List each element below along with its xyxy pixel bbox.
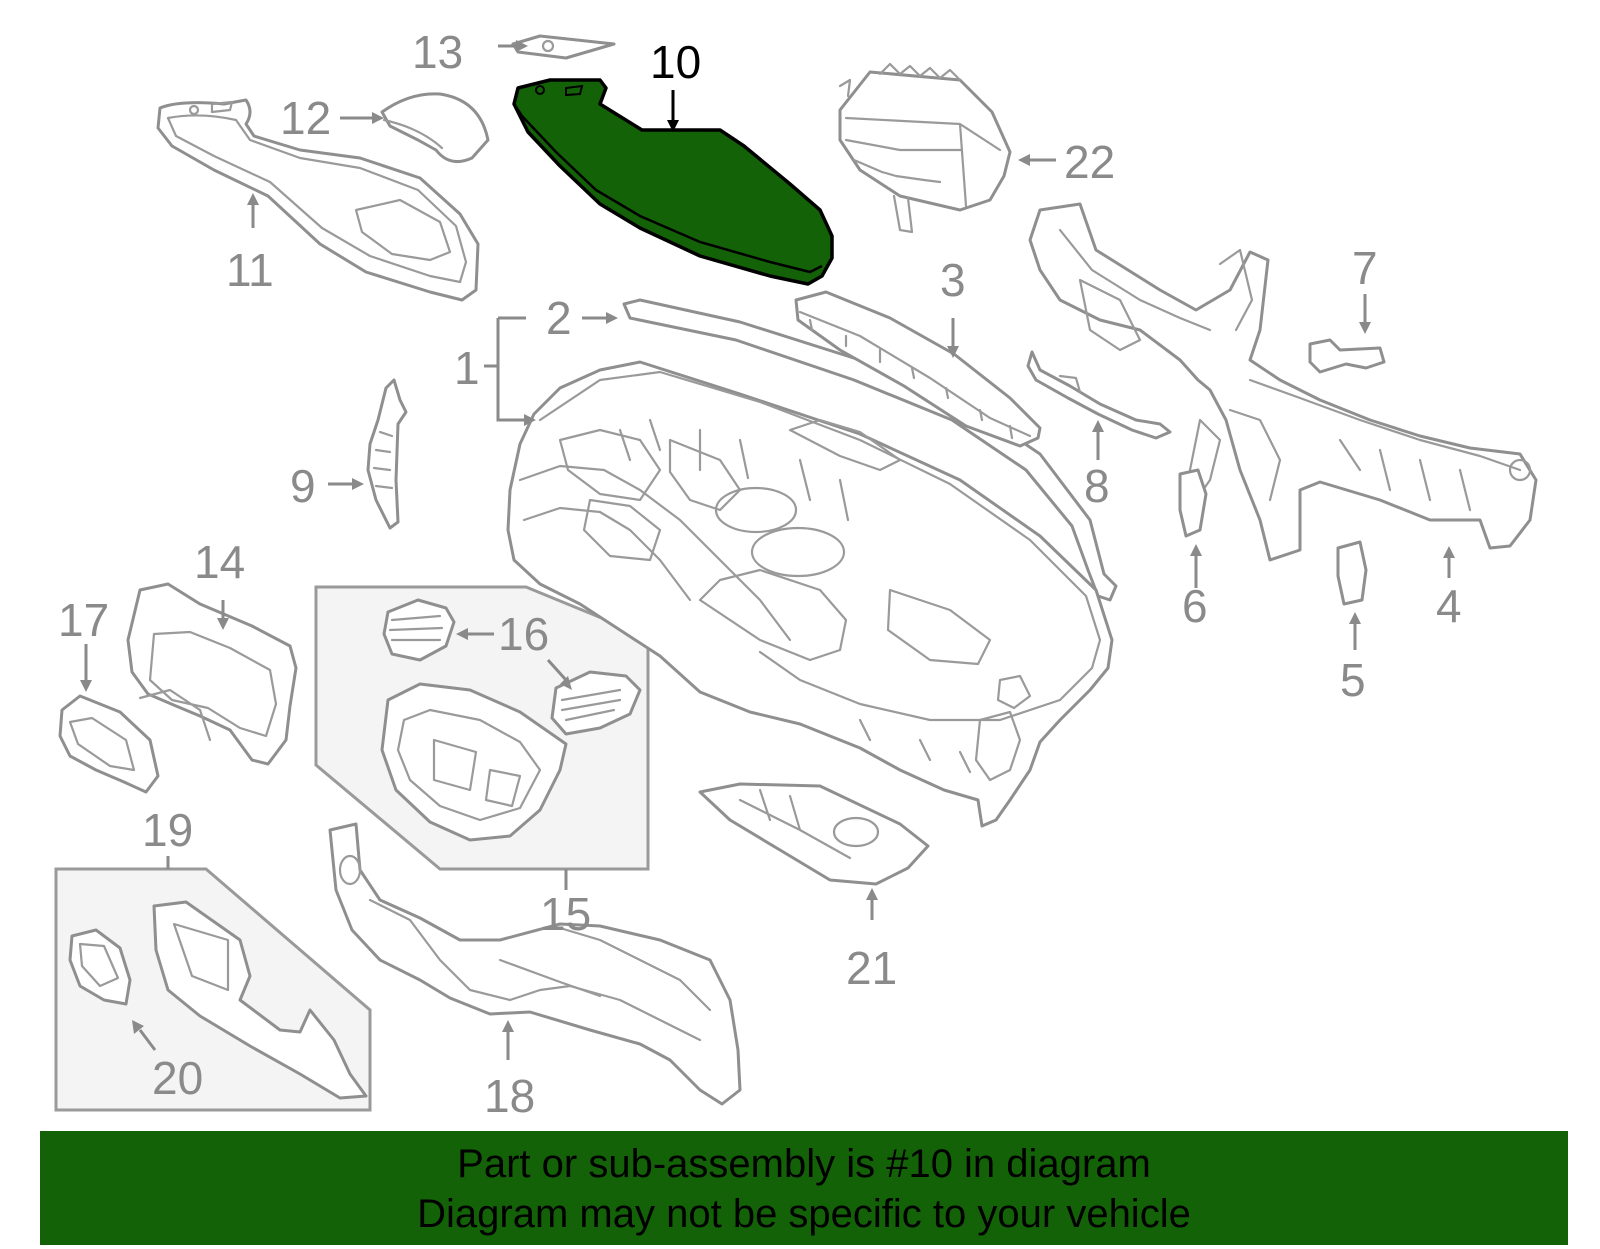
callout-6: 6 (1182, 580, 1208, 632)
callout-1: 1 (454, 342, 480, 394)
callout-7: 7 (1352, 242, 1378, 294)
callout-5: 5 (1340, 654, 1366, 706)
part-11-trim-panel[interactable] (156, 98, 480, 302)
callout-4: 4 (1436, 580, 1462, 632)
callout-19: 19 (142, 804, 193, 856)
parts-diagram: 13 10 12 22 11 3 7 2 1 9 8 14 6 4 17 16 … (54, 26, 1538, 1122)
leader-lines (80, 40, 1455, 1060)
banner-line-1: Part or sub-assembly is #10 in diagram (457, 1142, 1151, 1186)
callout-10: 10 (650, 36, 701, 88)
part-18-lower-panel[interactable] (328, 822, 742, 1106)
callout-2: 2 (546, 292, 572, 344)
part-17-switch-panel[interactable] (58, 694, 160, 794)
part-13-bezel[interactable] (511, 34, 616, 60)
banner-line-2: Diagram may not be specific to your vehi… (417, 1192, 1191, 1236)
callout-15: 15 (540, 888, 591, 940)
callout-21: 21 (846, 942, 897, 994)
part-21-lower-cover[interactable] (698, 782, 930, 886)
callout-13: 13 (412, 26, 463, 78)
part-4-cross-car-beam[interactable] (1028, 202, 1538, 562)
part-20-knee-trim[interactable] (68, 928, 132, 1006)
part-14-cluster-hood[interactable] (126, 582, 298, 766)
part-22-airbag-module[interactable] (838, 62, 1012, 234)
callout-9: 9 (290, 460, 316, 512)
callout-17: 17 (58, 594, 109, 646)
part-8-bracket[interactable] (1026, 350, 1172, 440)
part-12-cover[interactable] (380, 92, 490, 164)
callout-22: 22 (1064, 136, 1115, 188)
callout-12: 12 (280, 92, 331, 144)
part-5-bracket[interactable] (1336, 540, 1368, 606)
part-7-bracket[interactable] (1308, 338, 1386, 374)
part-16-vent-right[interactable] (550, 670, 642, 736)
callout-8: 8 (1084, 460, 1110, 512)
part-6-bracket[interactable] (1178, 468, 1208, 538)
part-19-knee-panel[interactable] (152, 900, 368, 1100)
part-3-defroster-duct[interactable] (794, 290, 1042, 448)
callout-14: 14 (194, 536, 245, 588)
part-9-side-trim[interactable] (366, 378, 408, 530)
part-15-center-fascia[interactable] (380, 682, 568, 842)
part-10-dash-top-panel[interactable] (512, 78, 834, 286)
callout-11: 11 (226, 244, 274, 296)
part-1-instrument-panel[interactable] (506, 360, 1114, 828)
part-16-vent-left[interactable] (382, 598, 456, 662)
callout-3: 3 (940, 254, 966, 306)
callout-18: 18 (484, 1070, 535, 1122)
callout-16: 16 (498, 608, 549, 660)
info-banner: Part or sub-assembly is #10 in diagram D… (40, 1131, 1568, 1245)
callout-20: 20 (152, 1052, 203, 1104)
